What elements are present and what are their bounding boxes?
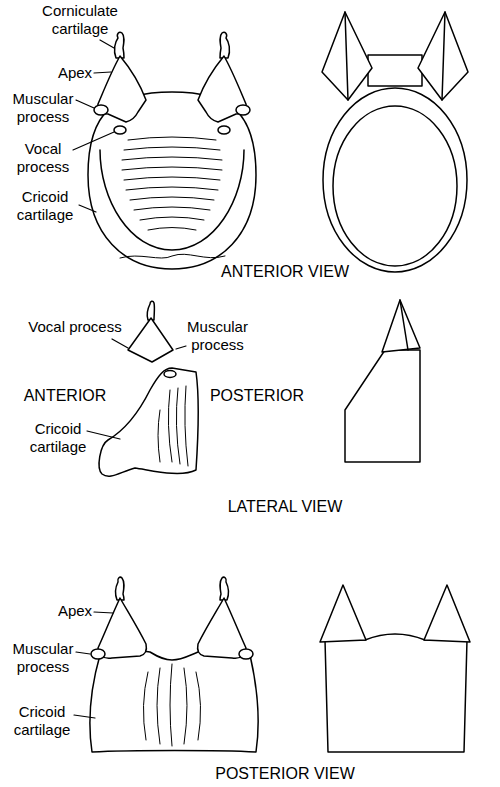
arytenoid-body bbox=[98, 598, 146, 658]
part-label: Cricoid cartilage bbox=[5, 188, 85, 224]
corniculate-cartilage bbox=[147, 301, 154, 320]
cricoid-outline bbox=[99, 368, 198, 476]
posterior-schematic bbox=[320, 585, 470, 752]
posterior-arytenoid-left bbox=[91, 577, 146, 659]
arch-inner-edge bbox=[100, 150, 244, 250]
posterior-leader-lines bbox=[74, 612, 113, 718]
arch-lower-border bbox=[120, 254, 225, 258]
vocal-process bbox=[114, 126, 126, 134]
direction-label: POSTERIOR bbox=[202, 386, 312, 405]
posterior-cricoid bbox=[90, 650, 258, 752]
corniculate-cartilage bbox=[115, 32, 124, 58]
part-label: Vocal process bbox=[20, 318, 130, 336]
anterior-arytenoid-left bbox=[94, 32, 146, 134]
anterior-cricoid bbox=[88, 92, 256, 269]
view-title: POSTERIOR VIEW bbox=[180, 764, 390, 783]
lateral-arytenoid bbox=[128, 301, 173, 362]
part-label: Cricoid cartilage bbox=[2, 703, 82, 739]
anterior-arytenoid-right bbox=[198, 32, 250, 134]
part-label: Muscular process bbox=[2, 90, 84, 126]
lamina-hatching bbox=[122, 137, 222, 230]
cricoid-lamina bbox=[90, 650, 258, 752]
articular-facet bbox=[164, 371, 176, 378]
lateral-cricoid bbox=[99, 368, 198, 476]
corniculate-cartilage bbox=[115, 577, 124, 600]
arytenoid-body bbox=[128, 318, 173, 362]
view-title: ANTERIOR VIEW bbox=[180, 262, 390, 281]
muscular-process bbox=[94, 105, 108, 115]
part-label: Muscular process bbox=[2, 640, 84, 676]
part-label: Cricoid cartilage bbox=[18, 420, 98, 456]
posterior-arytenoid-right bbox=[198, 577, 253, 659]
part-label: Apex bbox=[55, 64, 95, 82]
anterior-schematic bbox=[322, 12, 468, 272]
view-title: LATERAL VIEW bbox=[180, 497, 390, 516]
part-label: Muscular process bbox=[175, 318, 260, 354]
part-label: Vocal process bbox=[8, 140, 78, 176]
muscular-process bbox=[91, 649, 105, 659]
lateral-schematic bbox=[345, 300, 420, 462]
direction-label: ANTERIOR bbox=[15, 386, 115, 405]
cricoid-outline bbox=[88, 92, 256, 269]
part-label: Apex bbox=[55, 602, 95, 620]
part-label: Corniculate cartilage bbox=[30, 2, 130, 38]
